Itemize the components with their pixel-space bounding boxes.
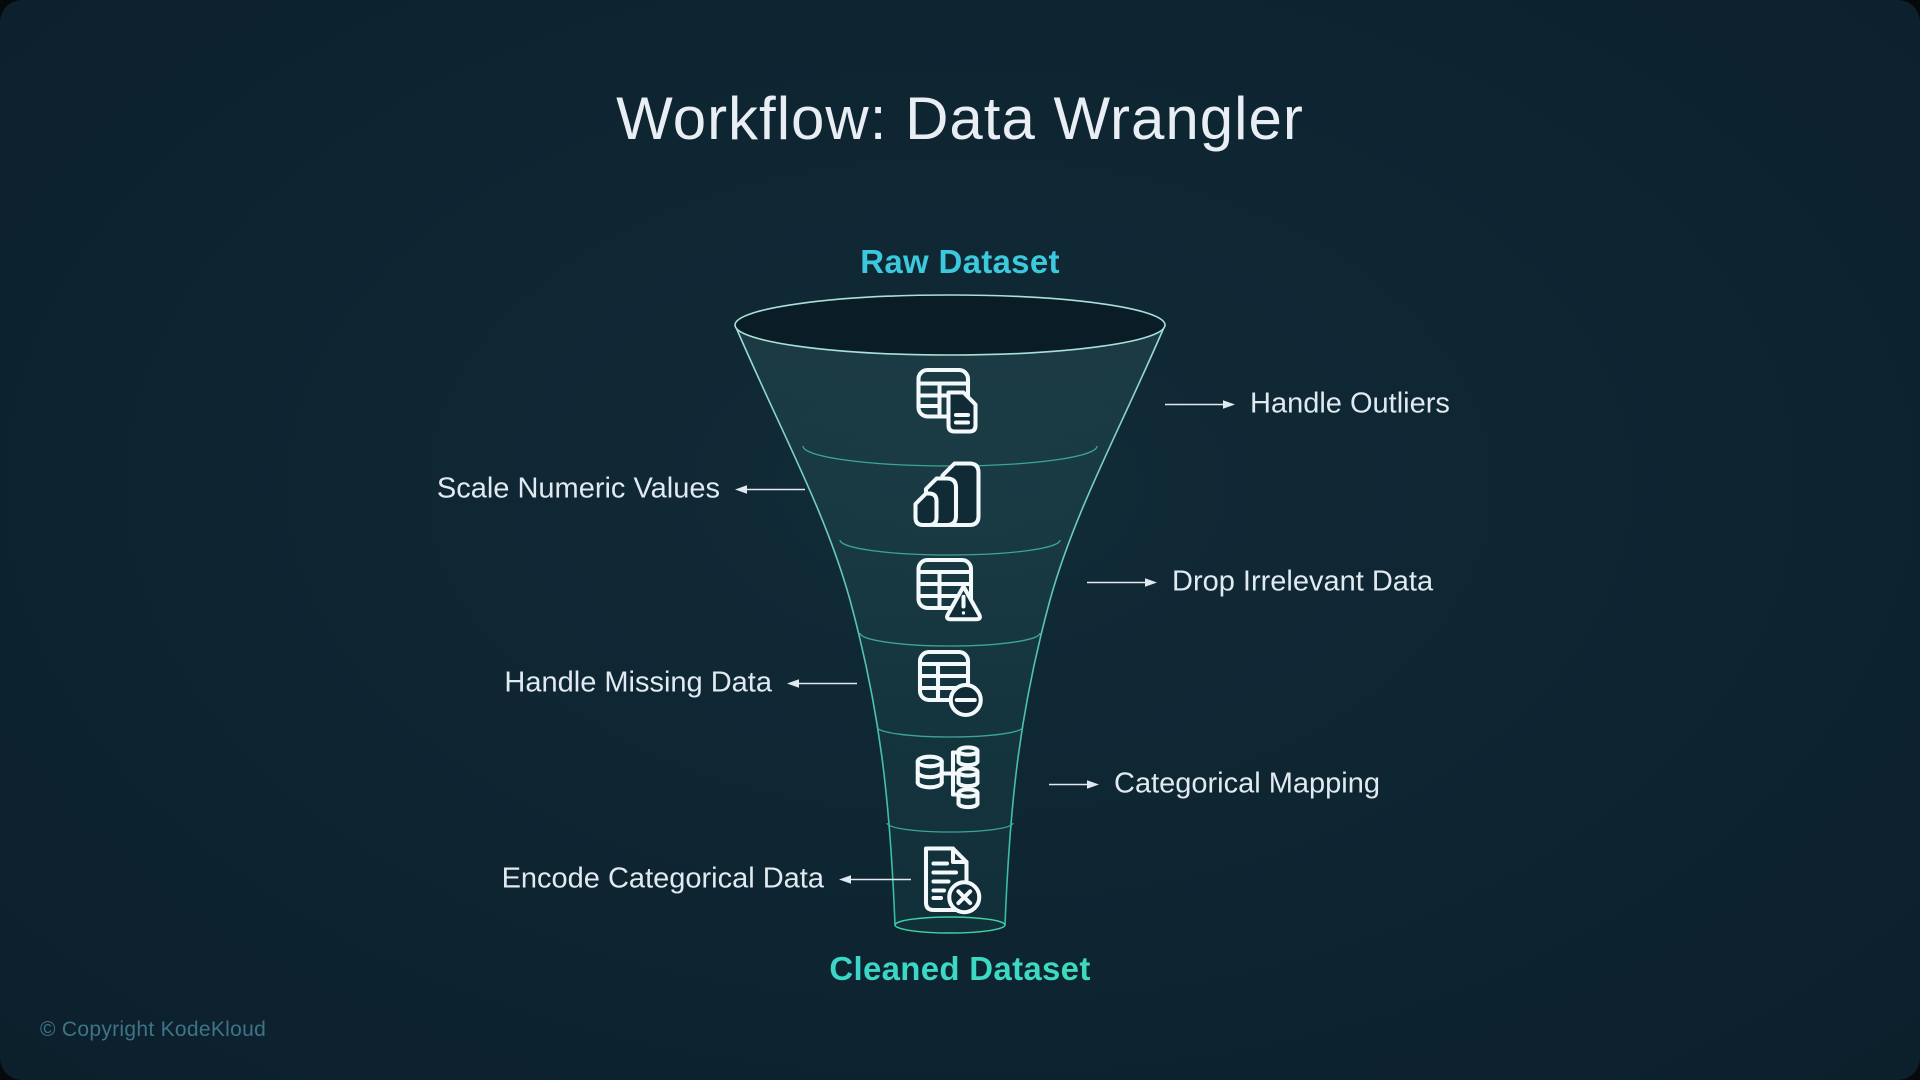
step-label: Encode Categorical Data [501, 862, 824, 895]
table-file-icon [916, 367, 978, 434]
funnel-diagram [734, 294, 1166, 934]
arrow-left-icon [787, 678, 857, 688]
page-title: Workflow: Data Wrangler [616, 85, 1304, 152]
band-divider [886, 822, 1014, 833]
arrow-left-icon [839, 874, 911, 884]
funnel-left-wall [734, 324, 896, 926]
step-label: Handle Outliers [1250, 387, 1450, 420]
band-divider [859, 632, 1041, 647]
band-divider [876, 726, 1024, 738]
step-scale-numeric: Scale Numeric Values [437, 473, 806, 506]
step-encode-categorical: Encode Categorical Data [502, 863, 912, 896]
funnel-top-ellipse [734, 294, 1166, 356]
copyright-notice: © Copyright KodeKloud [40, 1018, 267, 1041]
table-minus-icon [917, 649, 983, 718]
funnel-bottom-ellipse [894, 916, 1006, 934]
funnel-right-wall [1004, 324, 1166, 926]
step-handle-missing: Handle Missing Data [504, 667, 858, 700]
step-label: Categorical Mapping [1114, 767, 1380, 800]
band-divider [839, 539, 1061, 556]
step-drop-irrelevant: Drop Irrelevant Data [1086, 566, 1433, 599]
step-handle-outliers: Handle Outliers [1164, 388, 1450, 421]
nested-files-icon [913, 461, 981, 528]
arrow-right-icon [1165, 399, 1235, 409]
step-label: Drop Irrelevant Data [1172, 565, 1434, 598]
arrow-left-icon [735, 484, 805, 494]
arrow-right-icon [1087, 577, 1157, 587]
step-label: Handle Missing Data [504, 666, 772, 699]
table-warning-icon [916, 557, 982, 622]
database-mapping-icon [915, 745, 980, 810]
arrow-right-icon [1049, 779, 1099, 789]
funnel-input-label: Raw Dataset [860, 243, 1060, 280]
step-categorical-mapping: Categorical Mapping [1048, 768, 1380, 801]
funnel-output-label: Cleaned Dataset [0, 950, 1920, 988]
step-label: Scale Numeric Values [436, 472, 720, 505]
document-remove-icon [923, 846, 982, 915]
funnel-body [735, 325, 1165, 933]
